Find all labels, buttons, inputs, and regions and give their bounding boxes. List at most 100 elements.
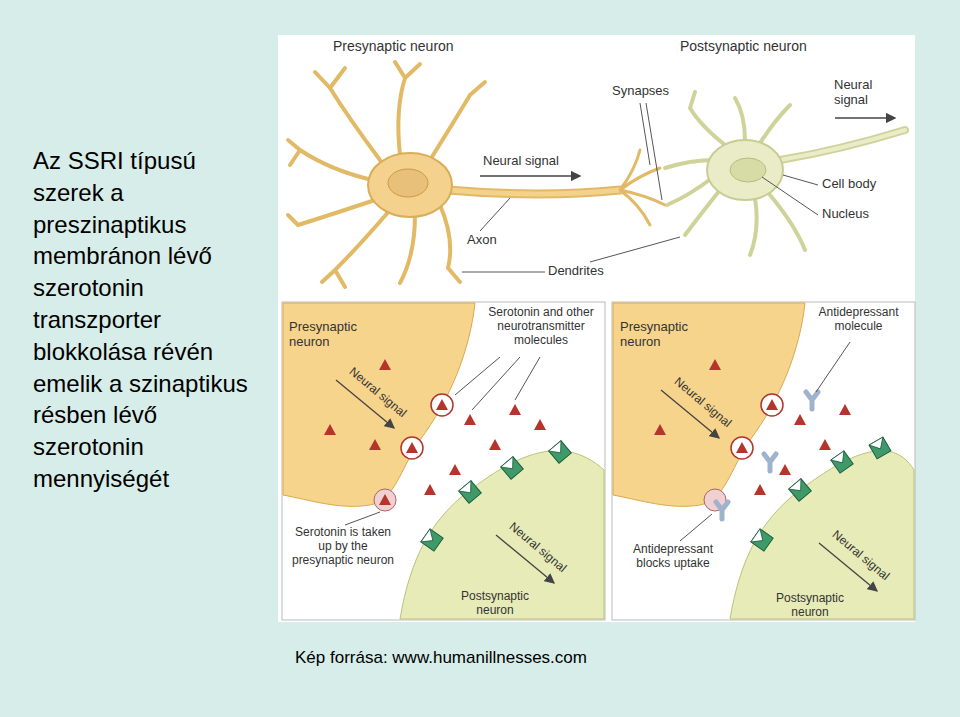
molecules (374, 489, 396, 511)
figure-label: Postsynaptic neuron (680, 38, 807, 54)
axon (780, 130, 905, 160)
figure-label: Neural signal (834, 78, 894, 108)
leader-line (646, 103, 662, 200)
leader-line (480, 198, 510, 231)
molecules (806, 392, 818, 409)
presynaptic-terminal (613, 303, 805, 506)
molecules (716, 502, 728, 519)
molecules (401, 437, 423, 459)
presynaptic-dendrites (430, 82, 485, 160)
figure-label: Neural signal (671, 375, 734, 431)
molecules (831, 451, 853, 473)
figure-label: Neural signal (829, 528, 892, 584)
panel (612, 302, 915, 620)
postsynaptic-dendrites (735, 98, 790, 143)
molecules (459, 481, 482, 504)
molecules (424, 484, 436, 495)
presynaptic-dendrites (288, 200, 375, 225)
signal-arrow (480, 175, 580, 176)
presynaptic-dendrites (288, 140, 372, 180)
molecules (369, 439, 381, 450)
molecules (731, 437, 753, 459)
molecules (549, 441, 572, 464)
molecules (751, 529, 773, 551)
panel (282, 302, 605, 620)
molecules (324, 424, 336, 435)
molecules (501, 457, 524, 480)
leader-line (680, 342, 850, 541)
nucleus (388, 169, 428, 197)
molecules (654, 424, 666, 435)
molecules (431, 394, 453, 416)
molecules (324, 359, 571, 551)
axon (780, 130, 905, 160)
leader-line (762, 177, 818, 215)
leader-line (783, 175, 818, 185)
signal-arrow (835, 117, 895, 118)
image-credit: Kép forrása: www.humanillnesses.com (295, 648, 587, 668)
signal-arrow (480, 118, 895, 176)
leader-line (462, 272, 545, 273)
figure-label: Axon (467, 233, 497, 248)
postsynaptic-membrane (400, 451, 604, 619)
molecules (379, 359, 391, 370)
figure-label: Postsynaptic neuron (760, 592, 860, 620)
molecules (819, 439, 831, 450)
axon-terminals (620, 150, 665, 225)
molecules (464, 414, 476, 425)
molecules (839, 404, 851, 415)
molecules (709, 359, 721, 370)
figure-label: Presynaptic neuron (620, 320, 720, 350)
presynaptic-dendrites (288, 62, 485, 287)
signal-arrow (336, 380, 554, 583)
cell-body (368, 153, 452, 217)
nucleus (730, 158, 766, 182)
molecules (449, 464, 461, 475)
figure-label: Antidepressant molecule (806, 306, 911, 334)
axon-terminals (620, 150, 665, 225)
molecules (764, 454, 776, 471)
leader-line (345, 512, 380, 525)
molecules (794, 414, 806, 425)
postsynaptic-dendrites (665, 92, 805, 255)
molecules (534, 419, 546, 430)
molecules (779, 464, 791, 475)
molecules (421, 529, 443, 551)
slide-text: Az SSRI típusú szerek a preszinaptikus m… (33, 145, 259, 495)
figure-label: Neural signal (346, 365, 409, 421)
molecules (489, 439, 501, 450)
leader-line (462, 103, 818, 272)
cell-body (707, 140, 783, 200)
figure-label: Cell body (822, 177, 876, 192)
figure-label: Antidepressant blocks uptake (618, 543, 728, 571)
leader-line (640, 103, 650, 165)
figure-label: Dendrites (548, 264, 604, 279)
axon (448, 190, 620, 194)
leader-line (680, 514, 712, 541)
figure-label: Serotonin and other neurotransmitter mol… (480, 306, 602, 347)
leader-line (345, 357, 540, 525)
figure-label: Presynaptic neuron (333, 38, 454, 54)
presynaptic-dendrites (400, 215, 415, 283)
leader-line (515, 357, 540, 400)
figure-label: Neural signal (483, 154, 559, 169)
molecules (509, 404, 521, 415)
leader-line (590, 237, 680, 262)
figure-label: Nucleus (822, 207, 869, 222)
figure-label: Neural signal (506, 520, 569, 576)
molecules (754, 484, 766, 495)
presynaptic-terminal (283, 303, 475, 506)
molecules (761, 394, 783, 416)
leader-line (455, 357, 500, 395)
axon (448, 190, 620, 194)
figure-ground (278, 35, 915, 622)
figure-label: Serotonin is taken up by the presynaptic… (288, 526, 398, 567)
presynaptic-dendrites (322, 210, 390, 287)
leader-line (472, 357, 520, 410)
figure-label: Presynaptic neuron (289, 320, 389, 350)
molecules (379, 494, 391, 505)
postsynaptic-dendrites (750, 195, 805, 255)
presynaptic-dendrites (440, 205, 460, 282)
presynaptic-dendrites (395, 62, 420, 155)
presynaptic-dendrites (315, 68, 380, 160)
